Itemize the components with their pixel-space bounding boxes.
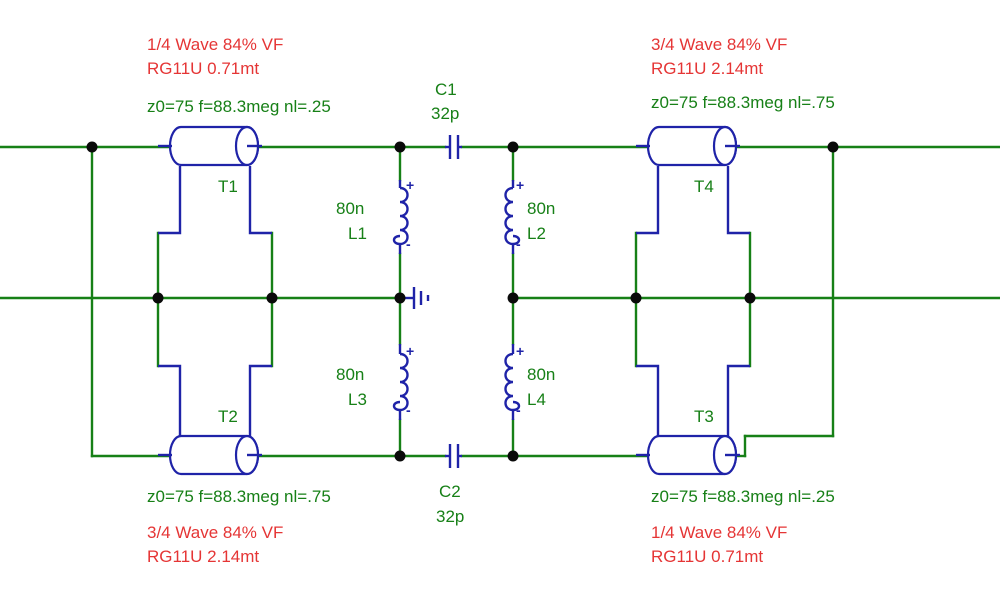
junction-dot	[394, 141, 406, 153]
c1-name: C1	[435, 80, 457, 99]
polarity-plus: +	[406, 343, 414, 359]
l3-value: 80n	[336, 365, 364, 384]
l1-name: L1	[348, 224, 367, 243]
junction-nodes	[86, 141, 839, 462]
junction-dot	[744, 292, 756, 304]
t2-params: z0=75 f=88.3meg nl=.75	[147, 487, 331, 506]
t4-spec-line1: 3/4 Wave 84% VF	[651, 35, 787, 54]
l1-value: 80n	[336, 199, 364, 218]
t1-params: z0=75 f=88.3meg nl=.25	[147, 97, 331, 116]
junction-dot	[507, 450, 519, 462]
capacitor-c1[interactable]	[445, 135, 462, 159]
l4-value: 80n	[527, 365, 555, 384]
t1-spec-line1: 1/4 Wave 84% VF	[147, 35, 283, 54]
transformer-wiring	[158, 166, 750, 436]
t1-spec-line2: RG11U 0.71mt	[147, 59, 259, 78]
inductor-l4[interactable]	[504, 344, 521, 420]
t4-spec-line2: RG11U 2.14mt	[651, 59, 763, 78]
polarity-plus: +	[406, 177, 414, 193]
t4-params: z0=75 f=88.3meg nl=.75	[651, 93, 835, 112]
polarity-minus: -	[406, 402, 411, 418]
c1-value: 32p	[431, 104, 459, 123]
t1-name: T1	[218, 177, 238, 196]
inductor-l1[interactable]	[392, 180, 409, 254]
l4-name: L4	[527, 390, 546, 409]
wires	[0, 145, 1000, 458]
junction-dot	[152, 292, 164, 304]
junction-dot	[394, 292, 406, 304]
polarity-plus: +	[516, 177, 524, 193]
transformer-t3[interactable]	[636, 434, 740, 476]
junction-dot	[507, 292, 519, 304]
l2-value: 80n	[527, 199, 555, 218]
polarity-minus: -	[406, 236, 411, 252]
t2-name: T2	[218, 407, 238, 426]
c2-value: 32p	[436, 507, 464, 526]
capacitor-c2[interactable]	[445, 444, 462, 468]
polarity-minus: -	[516, 236, 521, 252]
inductor-l2[interactable]	[504, 180, 521, 254]
transformer-t2[interactable]	[158, 434, 262, 476]
t3-name: T3	[694, 407, 714, 426]
junction-dot	[86, 141, 98, 153]
junction-dot	[827, 141, 839, 153]
l3-name: L3	[348, 390, 367, 409]
junction-dot	[394, 450, 406, 462]
polarity-marks: + - + - + - + -	[406, 177, 524, 418]
l2-name: L2	[527, 224, 546, 243]
junction-dot	[266, 292, 278, 304]
t3-spec-line2: RG11U 0.71mt	[651, 547, 763, 566]
transformer-t1[interactable]	[158, 125, 262, 167]
junction-dot	[630, 292, 642, 304]
t2-spec-line1: 3/4 Wave 84% VF	[147, 523, 283, 542]
transformer-t4[interactable]	[636, 125, 740, 167]
c2-name: C2	[439, 482, 461, 501]
t4-name: T4	[694, 177, 714, 196]
t2-spec-line2: RG11U 2.14mt	[147, 547, 259, 566]
t3-spec-line1: 1/4 Wave 84% VF	[651, 523, 787, 542]
t3-params: z0=75 f=88.3meg nl=.25	[651, 487, 835, 506]
junction-dot	[507, 141, 519, 153]
inductor-l3[interactable]	[392, 344, 409, 420]
polarity-minus: -	[516, 402, 521, 418]
polarity-plus: +	[516, 343, 524, 359]
